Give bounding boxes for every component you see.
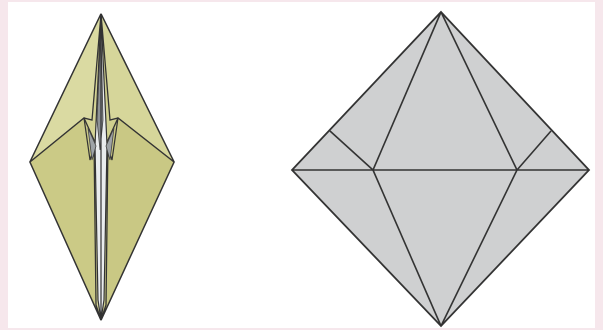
origami-square-base-crease-diagram-icon — [292, 12, 589, 326]
origami-crane-partial-fold-icon — [30, 14, 174, 320]
base-outline — [292, 12, 589, 326]
